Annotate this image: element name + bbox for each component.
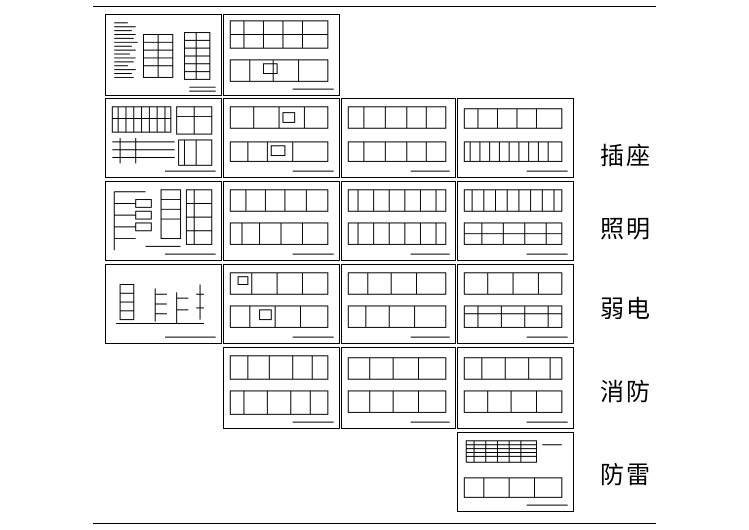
sheet-drawing (463, 189, 568, 255)
drawing-sheet-col3-row4[interactable] (341, 264, 456, 344)
sheet-drawing (111, 106, 216, 172)
sheet-drawing (463, 440, 568, 506)
label-sockets: 插座 (600, 142, 652, 170)
drawing-sheet-cover-list[interactable] (105, 14, 222, 96)
sheet-drawing (116, 284, 216, 338)
label-fire: 消防 (600, 378, 652, 406)
label-lightning: 防雷 (600, 461, 652, 489)
drawing-sheet-col3-row3[interactable] (341, 181, 456, 261)
sheet-drawing (229, 355, 334, 423)
drawing-sheet-col2-row5[interactable] (223, 347, 340, 429)
drawing-sheet-col3-row5[interactable] (341, 347, 456, 429)
drawing-sheet-system-diagram-2[interactable] (105, 181, 222, 261)
label-lighting: 照明 (600, 215, 652, 243)
drawing-sheet-col3-row2[interactable] (341, 98, 456, 178)
drawing-sheet-col4-row4[interactable] (457, 264, 574, 344)
sheet-drawing (229, 20, 334, 90)
sheet-drawing (113, 189, 216, 255)
sheet-drawing (463, 108, 568, 172)
sheet-drawing (229, 189, 334, 255)
drawing-sheet-col2-row3[interactable] (223, 181, 340, 261)
sheet-drawing (347, 272, 450, 338)
sheet-drawing (229, 272, 334, 338)
drawing-sheet-col4-row6[interactable] (457, 432, 574, 512)
drawing-sheet-col4-row2[interactable] (457, 98, 574, 178)
sheet-drawing (347, 189, 450, 255)
drawing-sheet-col2-row2[interactable] (223, 98, 340, 178)
drawing-sheet-riser-diagram[interactable] (105, 264, 222, 344)
drawing-sheet-col2-row1[interactable] (223, 14, 340, 96)
sheet-drawing (114, 22, 216, 92)
drawing-sheet-col4-row5[interactable] (457, 347, 574, 429)
drawing-sheet-col2-row4[interactable] (223, 264, 340, 344)
drawing-sheet-system-diagram-1[interactable] (105, 98, 222, 178)
sheet-drawing (463, 272, 568, 338)
top-border-line (93, 6, 656, 7)
bottom-border-line (93, 523, 656, 524)
label-low-voltage: 弱电 (600, 295, 652, 323)
sheet-drawing (463, 357, 568, 423)
sheet-drawing (347, 357, 450, 423)
drawing-sheet-col4-row3[interactable] (457, 181, 574, 261)
sheet-drawing (347, 106, 450, 172)
sheet-drawing (229, 106, 334, 172)
